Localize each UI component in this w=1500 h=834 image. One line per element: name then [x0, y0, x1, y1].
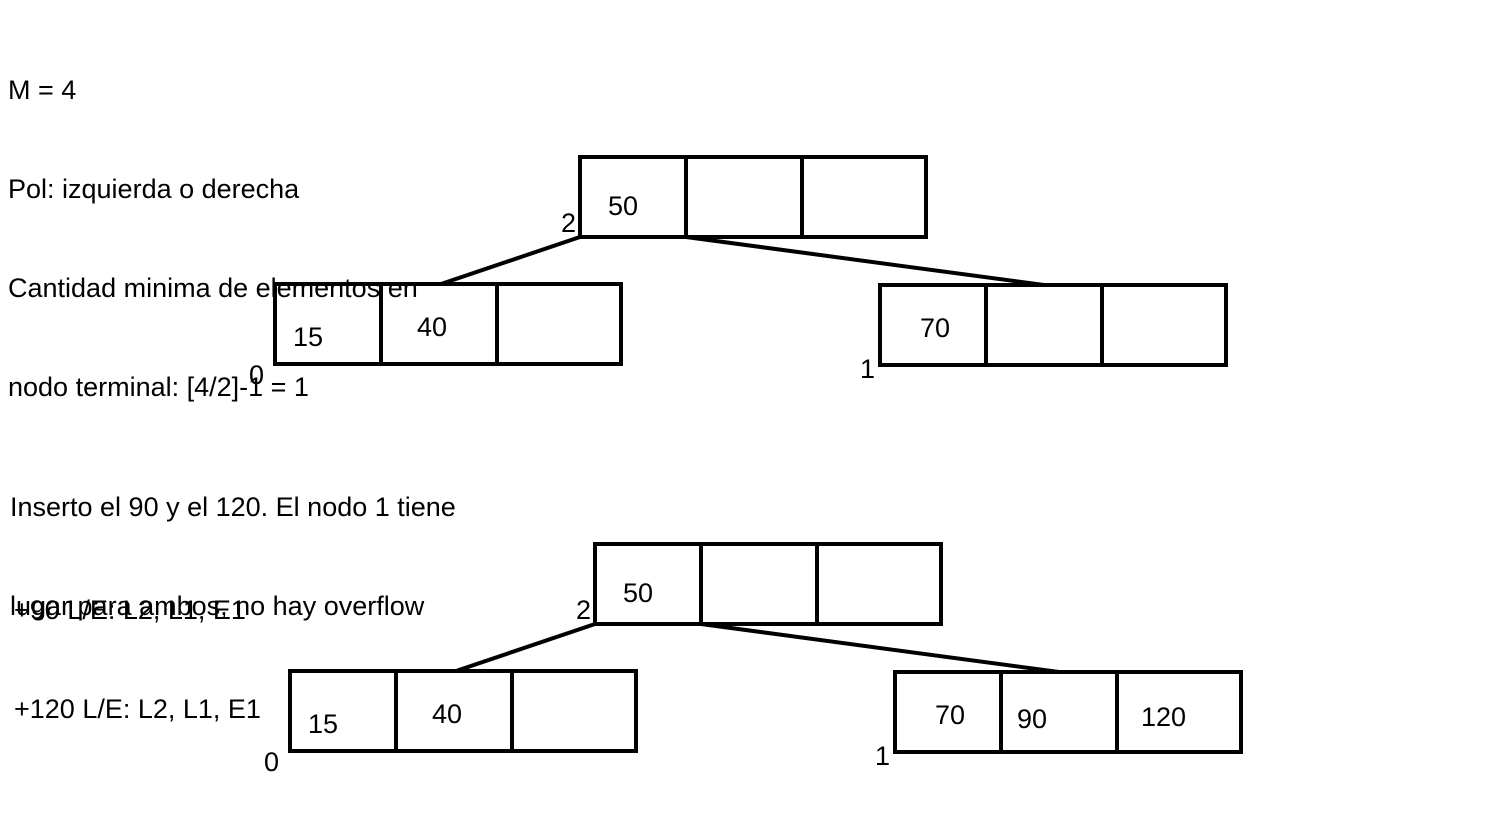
node-key: 40 [417, 312, 447, 342]
node-root: 50 2 [576, 542, 943, 626]
tree-after: 50 2 15 40 0 70 90 120 1 [264, 542, 1243, 777]
node-cell [273, 282, 383, 366]
edge-root-to-right [700, 622, 1060, 674]
node-left: 15 40 0 [249, 282, 623, 390]
node-index-label: 2 [561, 208, 576, 238]
node-index-label: 0 [249, 360, 264, 390]
insertion-notes: Inserto el 90 y el 120. El nodo 1 tiene … [10, 425, 456, 656]
node-right: 70 1 [860, 283, 1228, 384]
note-line-order: M = 4 [8, 75, 77, 105]
note-line-min-elements-formula: nodo terminal: [4/2]-1 = 1 [8, 372, 309, 402]
node-key: 70 [920, 313, 950, 343]
node-key: 50 [623, 578, 653, 608]
note-line-op-120: +120 L/E: L2, L1, E1 [14, 694, 261, 724]
node-key: 40 [432, 699, 462, 729]
node-right: 70 90 120 1 [875, 670, 1243, 771]
operation-notes: +90 L/E: L2, L1, E1 +120 L/E: L2, L1, E1 [14, 528, 261, 759]
node-key: 50 [608, 191, 638, 221]
node-index-label: 0 [264, 747, 279, 777]
node-cell [1100, 283, 1228, 367]
note-line-min-elements: Cantidad minima de elementos en [8, 273, 418, 303]
header-notes: M = 4 Pol: izquierda o derecha Cantidad … [8, 8, 418, 437]
node-index-label: 2 [576, 595, 591, 625]
edge-root-to-left [440, 235, 581, 286]
edge-root-to-right [685, 235, 1045, 287]
note-line-no-overflow: lugar para ambos, no hay overflow [10, 591, 425, 621]
node-cell [800, 155, 928, 239]
node-index-label: 1 [875, 741, 890, 771]
node-cell [699, 542, 819, 626]
node-cell [684, 155, 804, 239]
node-cell [288, 669, 398, 753]
note-line-policy: Pol: izquierda o derecha [8, 174, 300, 204]
node-key: 90 [1017, 704, 1047, 734]
note-line-op-90: +90 L/E: L2, L1, E1 [14, 595, 246, 625]
node-cell [984, 283, 1104, 367]
node-cell [1115, 670, 1243, 754]
node-key: 70 [935, 700, 965, 730]
node-key: 15 [293, 322, 323, 352]
edge-root-to-left [455, 622, 596, 673]
node-key: 120 [1141, 702, 1186, 732]
node-cell [815, 542, 943, 626]
node-key: 15 [308, 709, 338, 739]
tree-before: 50 2 15 40 0 70 1 [249, 155, 1228, 390]
node-left: 15 40 0 [264, 669, 638, 777]
node-cell [510, 669, 638, 753]
node-index-label: 1 [860, 354, 875, 384]
node-root: 50 2 [561, 155, 928, 239]
node-cell [495, 282, 623, 366]
note-line-insert: Inserto el 90 y el 120. El nodo 1 tiene [10, 492, 456, 522]
